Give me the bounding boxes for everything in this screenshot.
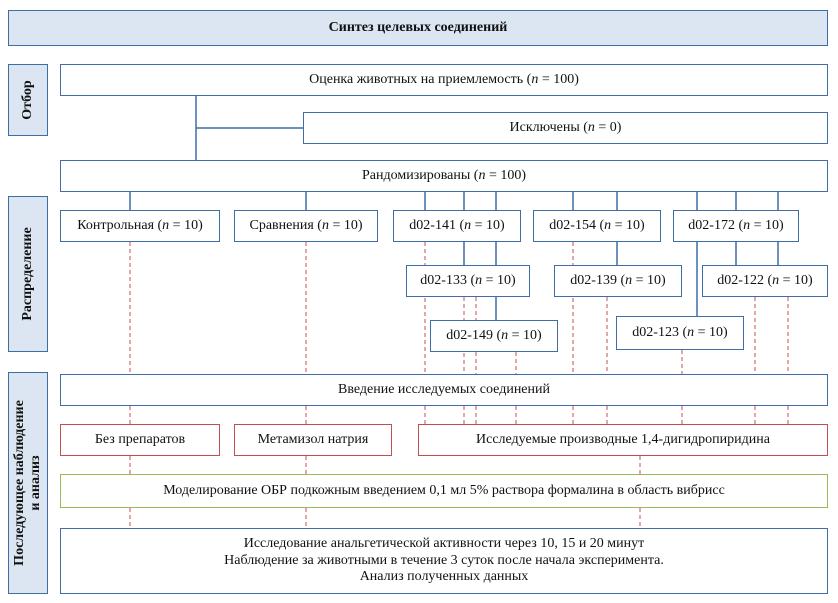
study-line-1: Исследование анальгетической активности … bbox=[243, 535, 645, 551]
study-line-3: Анализ полученных данных bbox=[359, 569, 529, 585]
administration-text: Введение исследуемых соединений bbox=[338, 381, 550, 397]
assessment-box: Оценка животных на приемлемость (n = 100… bbox=[60, 64, 828, 96]
study-box: Исследование анальгетической активности … bbox=[60, 528, 828, 594]
modeling-text: Моделирование ОБР подкожным введением 0,… bbox=[163, 482, 725, 498]
group-d02-133: d02-133 (n = 10) bbox=[406, 265, 530, 297]
metamizole-text: Метамизол натрия bbox=[257, 431, 369, 447]
excluded-text: Исключены (n = 0) bbox=[509, 119, 622, 135]
derivatives-box: Исследуемые производные 1,4-дигидропирид… bbox=[418, 424, 828, 456]
side-label-followup-line2: и анализ bbox=[28, 455, 43, 511]
administration-box: Введение исследуемых соединений bbox=[60, 374, 828, 406]
side-label-distribution-text: Распределение bbox=[19, 227, 35, 321]
side-label-selection: Отбор bbox=[8, 64, 48, 136]
diagram-header: Синтез целевых соединений bbox=[8, 10, 828, 46]
side-label-followup: Последующее наблюдение и анализ bbox=[8, 372, 48, 594]
randomized-box: Рандомизированы (n = 100) bbox=[60, 160, 828, 192]
excluded-box: Исключены (n = 0) bbox=[303, 112, 828, 144]
metamizole-box: Метамизол натрия bbox=[234, 424, 392, 456]
randomized-text: Рандомизированы (n = 100) bbox=[362, 167, 526, 183]
modeling-box: Моделирование ОБР подкожным введением 0,… bbox=[60, 474, 828, 508]
no-drugs-text: Без препаратов bbox=[94, 431, 186, 447]
side-label-followup-line1: Последующее наблюдение bbox=[11, 400, 27, 566]
group-d02-149: d02-149 (n = 10) bbox=[430, 320, 558, 352]
group-d02-123: d02-123 (n = 10) bbox=[616, 316, 744, 350]
no-drugs-box: Без препаратов bbox=[60, 424, 220, 456]
side-label-selection-text: Отбор bbox=[19, 80, 35, 120]
header-title: Синтез целевых соединений bbox=[328, 19, 508, 35]
assessment-text: Оценка животных на приемлемость (n = 100… bbox=[309, 71, 579, 87]
group-d02-154: d02-154 (n = 10) bbox=[533, 210, 661, 242]
group-d02-172: d02-172 (n = 10) bbox=[673, 210, 799, 242]
group-comparison: Сравнения (n = 10) bbox=[234, 210, 378, 242]
group-d02-141: d02-141 (n = 10) bbox=[393, 210, 521, 242]
group-control: Контрольная (n = 10) bbox=[60, 210, 220, 242]
study-line-2: Наблюдение за животными в течение 3 суто… bbox=[224, 552, 664, 568]
derivatives-text: Исследуемые производные 1,4-дигидропирид… bbox=[476, 431, 770, 447]
group-d02-122: d02-122 (n = 10) bbox=[702, 265, 828, 297]
group-d02-139: d02-139 (n = 10) bbox=[554, 265, 682, 297]
side-label-distribution: Распределение bbox=[8, 196, 48, 352]
side-label-followup-text: Последующее наблюдение и анализ bbox=[12, 400, 44, 566]
